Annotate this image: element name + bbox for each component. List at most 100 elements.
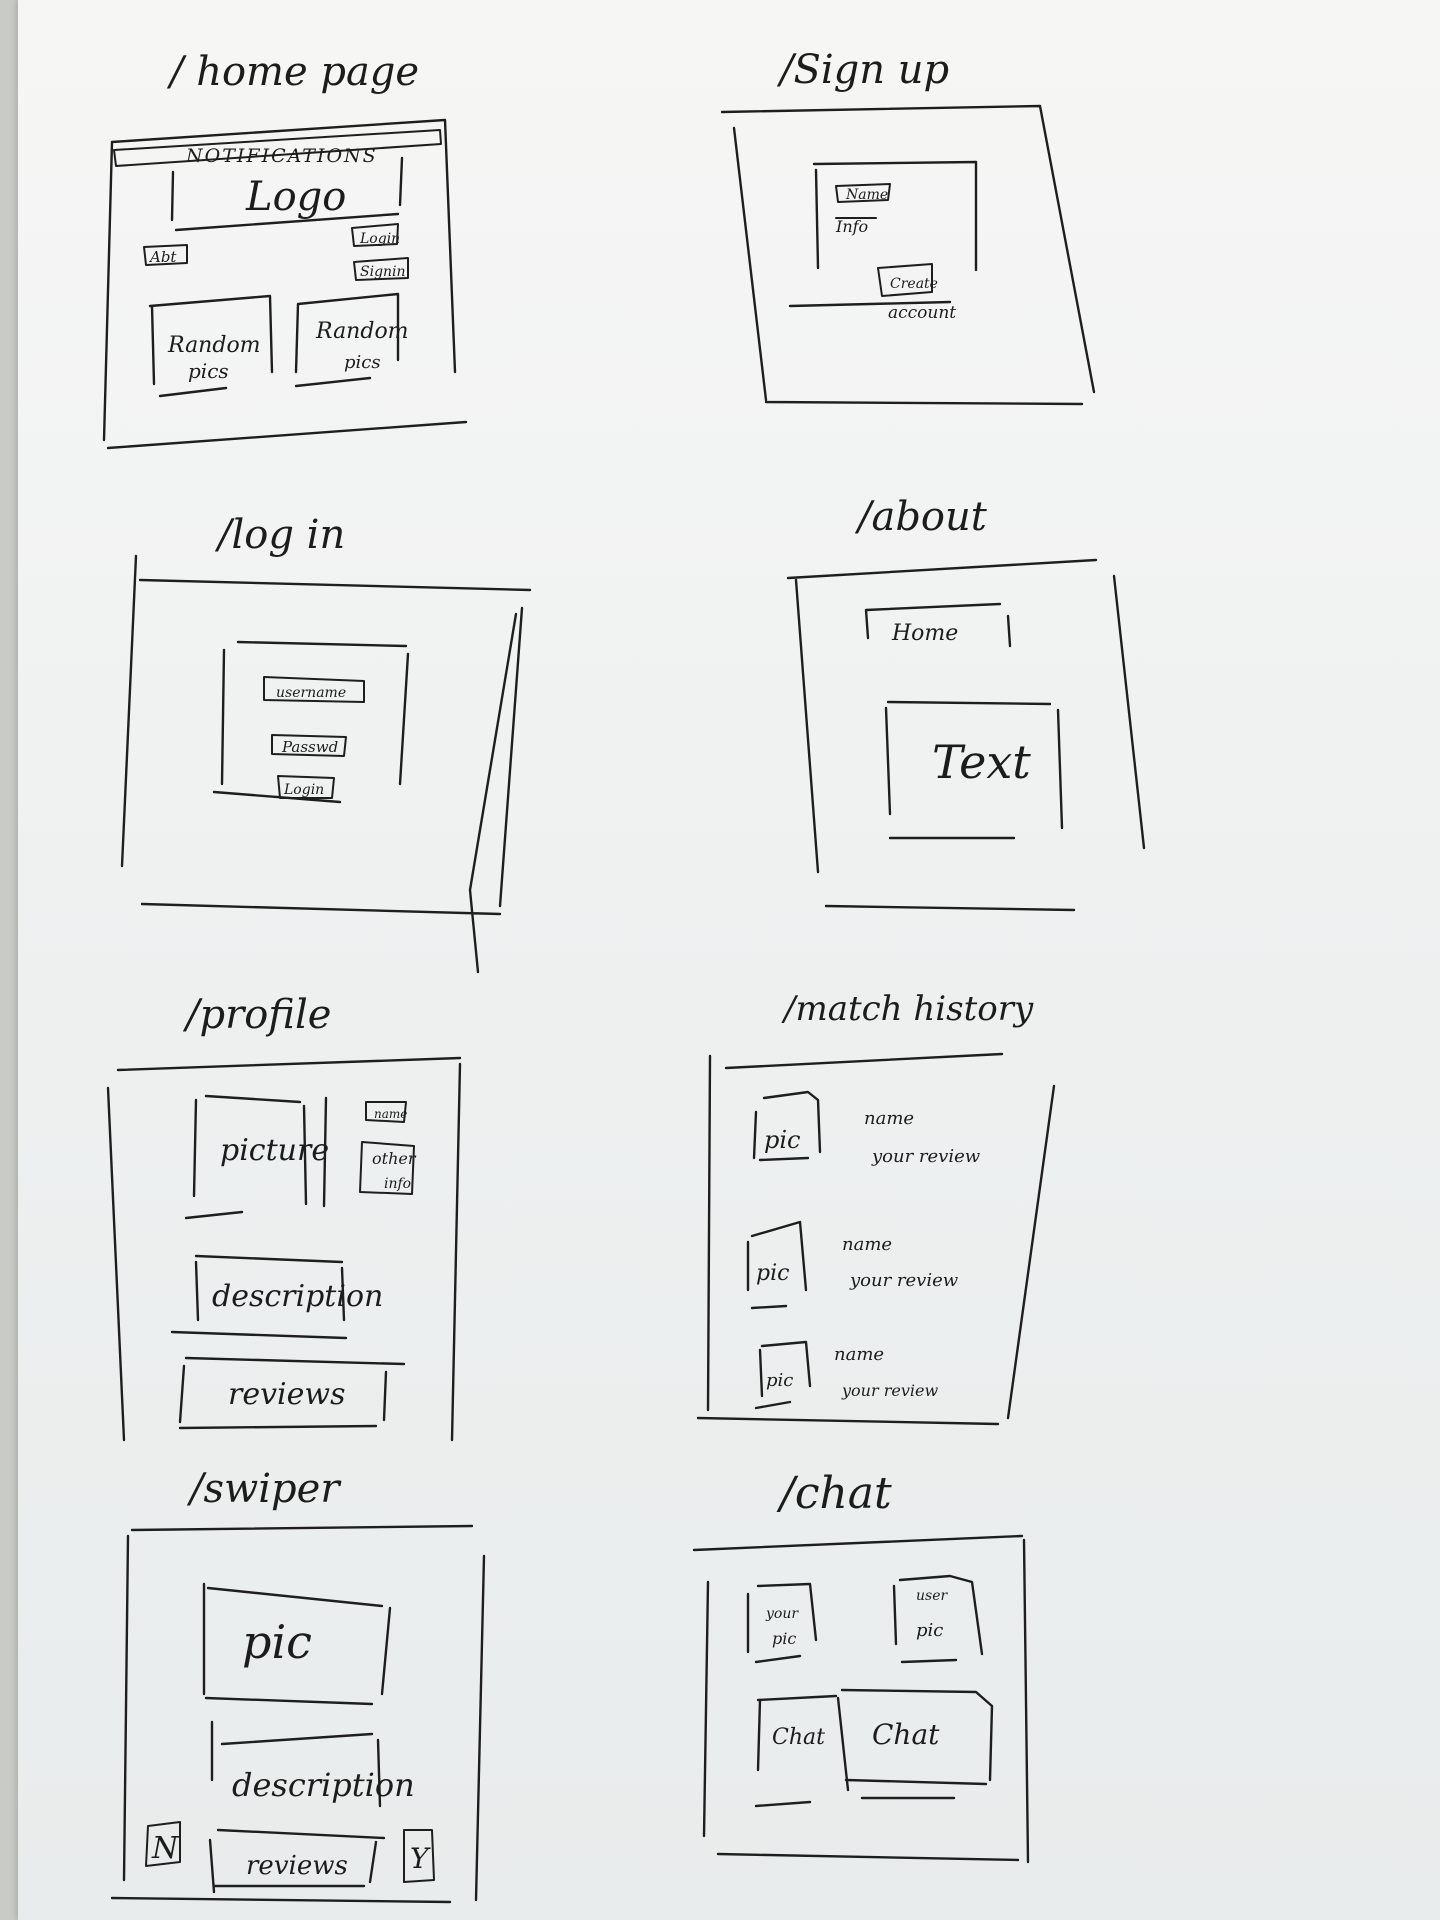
match-item[interactable]: pic name your review [752,1090,981,1167]
match-pic-label: pic [766,1370,793,1391]
home-button-label: Home [891,621,958,646]
about-button-label: Abt [148,248,177,266]
password-field-label: Passwd [281,738,338,756]
swiper-reviews-box [208,1828,386,1894]
profile-name-label: name [374,1107,407,1121]
profile-description-label: description [212,1279,383,1314]
wireframe-swiper: /swiper pic description reviews N Y [110,1466,486,1904]
swipe-right-label: Y [410,1842,431,1875]
random-pics-box-1 [148,294,274,398]
chat-title: /chat [776,1468,892,1519]
home-frame [102,118,468,450]
swiper-title: /swiper [186,1466,342,1512]
picture-box [184,1094,328,1220]
swipe-left-button[interactable] [145,1821,181,1867]
random-pics-box-2 [294,292,400,388]
about-button[interactable] [143,244,188,266]
wireframe-home: / home page NOTIFICATIONS Logo Abt Login… [102,49,468,450]
login-submit-button[interactable] [277,775,335,799]
profile-frame [106,1056,462,1442]
profile-name-box [365,1101,407,1123]
signup-button[interactable] [353,257,409,281]
other-info-box [359,1141,415,1195]
create-account-button[interactable] [877,263,933,297]
swipe-left-label: N [151,1831,180,1866]
logo-box [170,156,404,232]
picture-label: picture [220,1133,329,1168]
login-submit-label: Login [283,782,324,798]
password-field[interactable] [271,734,347,757]
wireframe-about: /about Home Text [786,494,1146,912]
match-pic-box [752,1090,822,1162]
about-frame [786,558,1146,912]
wireframe-chat: /chat your pic user pic Chat Chat [692,1468,1030,1864]
random-pics-1-line2: pics [188,359,229,383]
match-pic-label: pic [756,1261,789,1286]
match-pic-box [746,1220,808,1310]
signup-form [788,160,978,308]
profile-description-box [170,1254,348,1340]
swiper-pic-label: pic [242,1615,312,1669]
home-button[interactable] [864,602,1012,648]
swiper-pic-box [202,1582,392,1706]
random-pics-1-line1: Random [167,333,261,358]
match-pic-box [754,1340,812,1410]
signup-button-label: Signin [360,264,406,280]
wireframe-signup: /Sign up Name Info Create account [720,47,1096,406]
other-info-line1: other [372,1149,417,1168]
wireframe-match-history: /match history pic name your review pic … [696,989,1056,1426]
profile-title: /profile [182,992,331,1038]
match-name: name [842,1234,892,1255]
logo-text: Logo [245,174,346,220]
swiper-description-label: description [232,1766,415,1804]
info-field-label: Info [835,217,868,236]
about-title: /about [854,494,988,540]
swipe-right-button[interactable] [403,1829,435,1883]
name-field-label: Name [845,187,888,203]
name-field[interactable] [835,183,891,203]
wireframe-profile: /profile picture name other info descrip… [106,992,462,1442]
username-field[interactable] [263,676,365,703]
notification-text: NOTIFICATIONS [185,145,378,167]
wireframe-login: /log in username Passwd Login [120,512,532,974]
create-button-label: Create [890,276,938,292]
match-review: your review [871,1146,981,1167]
match-history-frame [696,1052,1056,1426]
user-pic-line2: pic [916,1620,943,1641]
signup-title: /Sign up [776,47,949,93]
notification-bar [113,129,442,167]
match-history-title: /match history [781,989,1034,1029]
paper-sheet [18,0,1440,1920]
match-pic-label: pic [764,1126,800,1154]
login-button[interactable] [351,223,399,247]
signup-frame [720,104,1096,406]
your-pic-line1: your [765,1606,799,1622]
login-frame [120,554,532,974]
chat-right-panel[interactable] [840,1688,994,1800]
chat-frame [692,1534,1030,1864]
login-form [212,640,410,804]
match-item[interactable]: pic name your review [746,1220,959,1310]
chat-right-label: Chat [872,1718,940,1751]
desk-edge [0,0,18,1920]
swiper-reviews-label: reviews [246,1851,348,1881]
profile-reviews-box [178,1356,406,1430]
match-name: name [834,1344,884,1365]
your-pic-box [746,1582,818,1664]
login-title: /log in [214,512,345,558]
swiper-frame [110,1524,486,1904]
random-pics-2-line1: Random [315,319,409,344]
match-name: name [864,1108,914,1129]
chat-left-panel[interactable] [754,1694,850,1808]
user-pic-line1: user [916,1588,948,1604]
your-pic-line2: pic [772,1629,796,1648]
create-button-label-2: account [888,303,956,323]
random-pics-2-line2: pics [344,352,381,373]
match-item[interactable]: pic name your review [754,1340,938,1410]
login-button-label: Login [359,231,400,247]
user-pic-box [892,1574,984,1664]
other-info-line2: info [384,1176,411,1192]
profile-reviews-label: reviews [228,1377,345,1412]
about-text-box [884,700,1064,840]
